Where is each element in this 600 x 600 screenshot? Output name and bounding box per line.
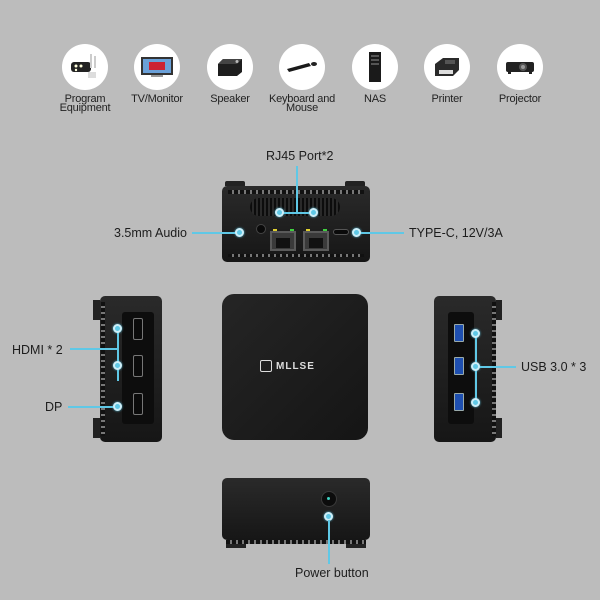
callout-dot <box>471 362 480 371</box>
foot <box>496 418 502 438</box>
hdmi-port-2 <box>133 355 143 377</box>
rj45-port-2 <box>303 229 329 251</box>
leader-line <box>328 520 330 564</box>
device-front-body <box>222 478 370 540</box>
callout-dot <box>471 329 480 338</box>
foot <box>225 181 245 186</box>
vent <box>492 302 496 436</box>
hdmi-port-1 <box>133 318 143 340</box>
leader-line <box>68 406 116 408</box>
brand-logo: MLLSE <box>260 360 315 372</box>
device-nas: NAS <box>335 44 415 105</box>
device-label: NAS <box>363 93 387 105</box>
device-label: Speaker <box>210 93 250 105</box>
leader-line <box>192 232 240 234</box>
leader-line <box>117 329 119 381</box>
callout-dot <box>471 398 480 407</box>
printer-icon <box>424 44 470 90</box>
usb-label: USB 3.0 * 3 <box>521 360 587 374</box>
device-tv-monitor: TV/Monitor <box>117 44 197 105</box>
dp-port <box>133 393 143 415</box>
foot <box>496 300 502 320</box>
speaker-icon <box>207 44 253 90</box>
power-button[interactable] <box>321 491 337 507</box>
dp-label: DP <box>45 400 63 414</box>
device-label: Projector <box>498 93 542 105</box>
device-label: TV/Monitor <box>131 93 183 105</box>
vent <box>228 254 364 257</box>
audio-label: 3.5mm Audio <box>114 226 187 240</box>
typec-label: TYPE-C, 12V/3A <box>409 226 503 240</box>
rj45-label: RJ45 Port*2 <box>266 149 334 163</box>
rj45-port-1 <box>270 229 296 251</box>
device-speaker: Speaker <box>190 44 270 105</box>
audio-jack <box>256 224 266 234</box>
callout-dot <box>352 228 361 237</box>
callout-dot <box>113 361 122 370</box>
leader-line <box>476 366 516 368</box>
vent <box>101 302 105 436</box>
foot <box>93 300 100 320</box>
type-c-port <box>333 229 349 235</box>
foot <box>93 418 100 438</box>
callout-dot <box>235 228 244 237</box>
nas-icon <box>352 44 398 90</box>
device-projector: Projector <box>480 44 560 105</box>
power-led-icon <box>327 497 330 500</box>
tv-monitor-icon <box>134 44 180 90</box>
device-top-body <box>222 294 368 440</box>
foot <box>226 544 246 548</box>
vent <box>226 540 366 544</box>
callout-dot <box>275 208 284 217</box>
power-label: Power button <box>295 566 369 580</box>
foot <box>345 181 365 186</box>
security-camera-icon <box>62 44 108 90</box>
mllse-logo-icon <box>260 360 272 372</box>
leader-line <box>280 212 314 214</box>
keyboard-mouse-icon <box>279 44 325 90</box>
usb-port-3 <box>454 393 464 411</box>
usb-port-1 <box>454 324 464 342</box>
foot <box>346 544 366 548</box>
usb-port-2 <box>454 357 464 375</box>
device-label: Printer <box>431 93 463 105</box>
callout-dot <box>113 324 122 333</box>
leader-line <box>356 232 404 234</box>
hdmi-label: HDMI * 2 <box>12 343 63 357</box>
projector-icon <box>497 44 543 90</box>
callout-dot <box>113 402 122 411</box>
leader-line <box>296 166 298 213</box>
callout-dot <box>309 208 318 217</box>
leader-line <box>70 348 119 350</box>
device-printer: Printer <box>407 44 487 105</box>
brand-name: MLLSE <box>276 360 315 372</box>
